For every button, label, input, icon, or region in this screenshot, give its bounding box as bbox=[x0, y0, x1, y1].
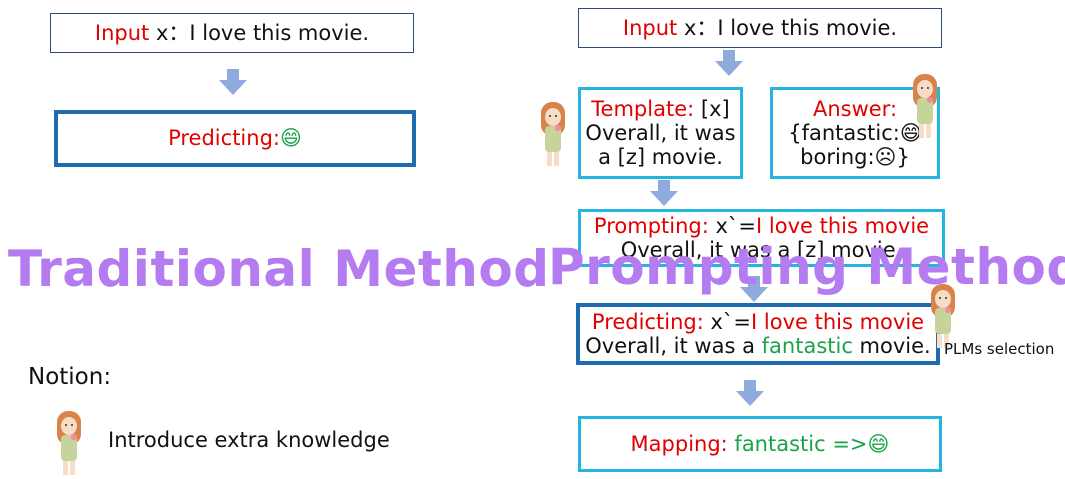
notion-title: Notion: bbox=[28, 364, 112, 390]
predicting-text-b: movie. bbox=[852, 334, 931, 358]
trad-arrow-down bbox=[219, 69, 247, 95]
prompting-method-title: Prompting Method bbox=[548, 238, 1065, 296]
prompting-line-1: Prompting: x`=I love this movie bbox=[594, 214, 929, 238]
notion-legend-text: Introduce extra knowledge bbox=[108, 428, 390, 452]
traditional-method-title: Traditional Method bbox=[8, 240, 550, 298]
prompt-arrow-3 bbox=[740, 276, 768, 302]
answer-line-2: {fantastic:😄 bbox=[788, 121, 922, 145]
happy-face-icon: 😄 bbox=[899, 120, 922, 145]
prompt-arrow-4 bbox=[736, 380, 764, 406]
predicting-x: x`= bbox=[703, 309, 752, 334]
predicting-text-a: Overall, it was a bbox=[585, 334, 762, 358]
prompt-input-label: Input bbox=[622, 15, 678, 40]
answer-fantastic: {fantastic: bbox=[788, 120, 900, 145]
answer-boring: boring: bbox=[800, 145, 875, 170]
predicting-sentence: I love this movie bbox=[751, 309, 925, 334]
mapping-box: Mapping: fantastic =>😄 bbox=[578, 416, 942, 472]
happy-face-icon: 😄 bbox=[279, 126, 302, 151]
template-box: Template: [x] Overall, it was a [z] movi… bbox=[578, 87, 743, 179]
answer-close: } bbox=[896, 145, 910, 170]
template-line-3: a [z] movie. bbox=[598, 145, 723, 170]
prompting-box: Prompting: x`=I love this movie Overall,… bbox=[578, 209, 945, 267]
mapping-value: fantastic => bbox=[727, 431, 868, 456]
answer-label: Answer: bbox=[812, 96, 898, 121]
girl-answer-icon bbox=[913, 74, 937, 138]
happy-face-icon: 😄 bbox=[867, 431, 890, 456]
answer-box: Answer: {fantastic:😄 boring:☹} bbox=[770, 87, 940, 179]
prompt-arrow-2 bbox=[650, 180, 678, 206]
answer-line-3: boring:☹} bbox=[800, 145, 910, 169]
predicting-label: Predicting: bbox=[591, 309, 704, 334]
prompt-input-text: x：I love this movie. bbox=[677, 15, 898, 40]
template-line-1: Template: [x] bbox=[591, 97, 729, 121]
prompt-input-box: Input x：I love this movie. bbox=[578, 8, 942, 48]
predicting-fantastic: fantastic bbox=[761, 334, 853, 358]
predicting-box: Predicting: x`=I love this movie Overall… bbox=[576, 303, 940, 365]
template-line-2: Overall, it was bbox=[585, 120, 736, 145]
trad-input-label: Input bbox=[94, 20, 150, 45]
girl-template-icon bbox=[541, 102, 565, 166]
girl-plms-icon bbox=[931, 284, 955, 348]
plms-selection-label: PLMs selection bbox=[944, 340, 1055, 358]
trad-predicting-label: Predicting: bbox=[168, 126, 280, 151]
mapping-label: Mapping: bbox=[630, 431, 728, 456]
template-label: Template: bbox=[591, 96, 695, 121]
trad-input-text: x：I love this movie. bbox=[149, 20, 370, 45]
prompting-x: x`= bbox=[708, 213, 757, 238]
prompting-label: Prompting: bbox=[593, 213, 709, 238]
trad-input-box: Input x：I love this movie. bbox=[50, 13, 414, 53]
predicting-line-2: Overall, it was a fantastic movie. bbox=[585, 334, 930, 358]
template-x: [x] bbox=[694, 96, 730, 121]
girl-knowledge-icon bbox=[57, 411, 81, 475]
predicting-line-1: Predicting: x`=I love this movie bbox=[592, 310, 924, 334]
prompt-arrow-1 bbox=[715, 50, 743, 76]
prompting-line-2: Overall, it was a [z] movie. bbox=[620, 238, 903, 262]
sad-face-icon: ☹ bbox=[874, 145, 897, 170]
trad-predicting-box: Predicting: 😄 bbox=[54, 110, 416, 167]
prompting-sentence: I love this movie bbox=[756, 213, 930, 238]
